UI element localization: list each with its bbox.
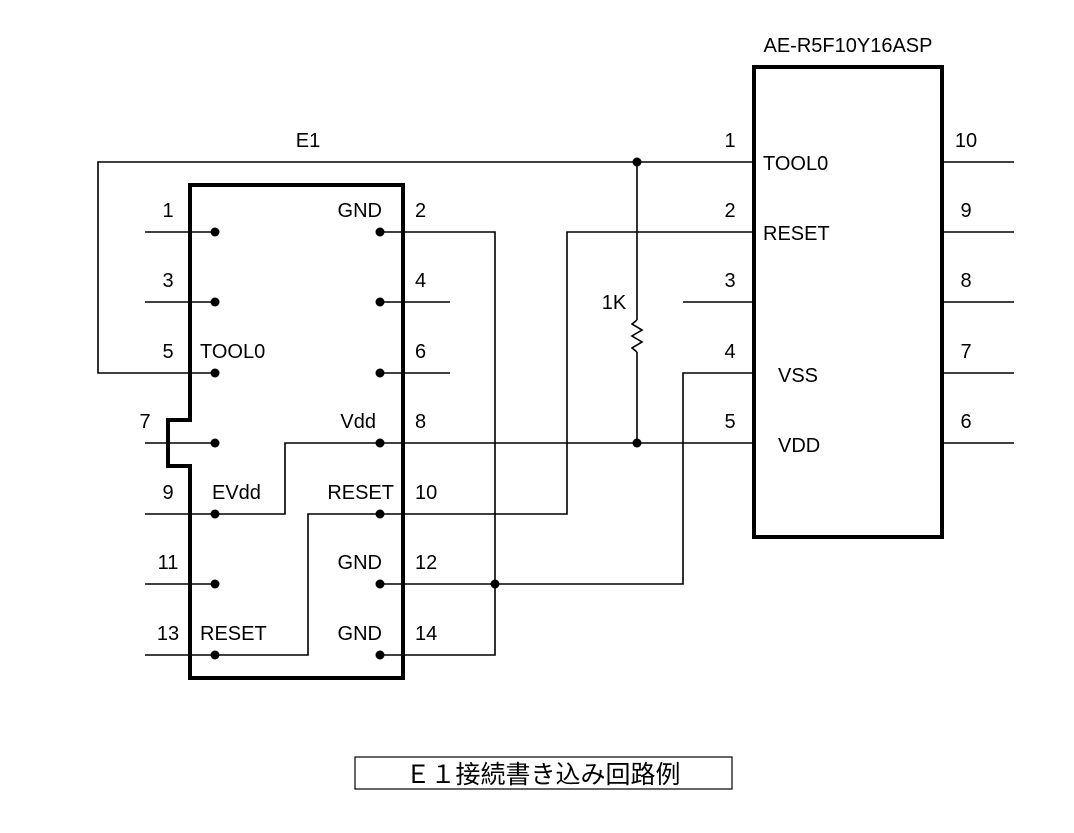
junction-dots bbox=[490, 157, 642, 589]
e1-pin-1: 1 bbox=[162, 200, 173, 222]
wire-gnd bbox=[380, 231, 754, 656]
e1-pin-8: 8 bbox=[415, 411, 426, 433]
module-signal-labels: TOOL0 RESET VSS VDD bbox=[763, 153, 830, 457]
e1-pin-9: 9 bbox=[162, 482, 173, 504]
e1-label-reset-10: RESET bbox=[327, 482, 394, 504]
e1-title: E1 bbox=[296, 130, 320, 152]
e1-pin-dots bbox=[210, 227, 385, 660]
module-label-reset: RESET bbox=[763, 223, 830, 245]
module-title: AE-R5F10Y16ASP bbox=[764, 35, 933, 57]
wire-gnd-bus bbox=[380, 231, 496, 656]
e1-even-pin-stubs bbox=[380, 301, 450, 374]
caption-frame bbox=[354, 756, 733, 790]
wire-vdd bbox=[215, 442, 754, 515]
module-pin-3: 3 bbox=[724, 270, 735, 292]
module-pin-1: 1 bbox=[724, 130, 735, 152]
e1-pin-10: 10 bbox=[415, 482, 437, 504]
module-label-vss: VSS bbox=[778, 365, 818, 387]
e1-odd-pin-stubs bbox=[145, 231, 215, 656]
module-right-pin-numbers: 10 9 8 7 6 bbox=[955, 130, 977, 433]
resistor-label: 1K bbox=[602, 292, 627, 314]
module-left-pin-numbers: 1 2 3 4 5 bbox=[724, 130, 735, 433]
e1-label-evdd: EVdd bbox=[212, 482, 261, 504]
e1-label-tool0: TOOL0 bbox=[200, 341, 265, 363]
module-pin-8: 8 bbox=[960, 270, 971, 292]
wire-vdd-evdd bbox=[215, 442, 380, 515]
module-pin-5: 5 bbox=[724, 411, 735, 433]
e1-label-gnd-12: GND bbox=[338, 552, 382, 574]
module-pin-2: 2 bbox=[724, 200, 735, 222]
e1-pin-13: 13 bbox=[157, 623, 179, 645]
e1-connector-body bbox=[166, 183, 405, 680]
e1-pin-12: 12 bbox=[415, 552, 437, 574]
module-pin-6: 6 bbox=[960, 411, 971, 433]
e1-label-gnd-2: GND bbox=[338, 200, 382, 222]
module-label-vdd: VDD bbox=[778, 435, 820, 457]
e1-pin-11: 11 bbox=[158, 552, 179, 574]
module-pin-10: 10 bbox=[955, 130, 977, 152]
module-pin-9: 9 bbox=[960, 200, 971, 222]
module-label-tool0: TOOL0 bbox=[763, 153, 828, 175]
caption: Ｅ１接続書き込み回路例 bbox=[405, 760, 680, 789]
e1-pin-6: 6 bbox=[415, 341, 426, 363]
wire-resistor bbox=[630, 162, 644, 443]
resistor-symbol bbox=[630, 319, 644, 353]
e1-label-gnd-14: GND bbox=[338, 623, 382, 645]
wire-reset-e1-internal bbox=[215, 513, 380, 656]
e1-label-reset-13: RESET bbox=[200, 623, 267, 645]
module-pin-7: 7 bbox=[960, 341, 971, 363]
module-pin-4: 4 bbox=[724, 341, 735, 363]
wire-reset bbox=[215, 231, 754, 656]
module-right-pin-stubs bbox=[942, 161, 1014, 444]
e1-pin-3: 3 bbox=[162, 270, 173, 292]
e1-pin-14: 14 bbox=[415, 623, 437, 645]
e1-pin-4: 4 bbox=[415, 270, 426, 292]
e1-label-vdd: Vdd bbox=[340, 411, 376, 433]
module-body bbox=[752, 65, 944, 539]
e1-odd-pin-numbers: 1 3 5 7 9 11 13 bbox=[139, 200, 179, 645]
e1-even-signal-labels: GND Vdd RESET GND GND bbox=[327, 200, 394, 645]
e1-pin-2: 2 bbox=[415, 200, 426, 222]
e1-odd-signal-labels: TOOL0 EVdd RESET bbox=[200, 341, 267, 645]
e1-pin-5: 5 bbox=[162, 341, 173, 363]
e1-pin-7: 7 bbox=[139, 411, 150, 433]
wire-tool0 bbox=[97, 161, 754, 374]
e1-even-pin-numbers: 2 4 6 8 10 12 14 bbox=[415, 200, 437, 645]
